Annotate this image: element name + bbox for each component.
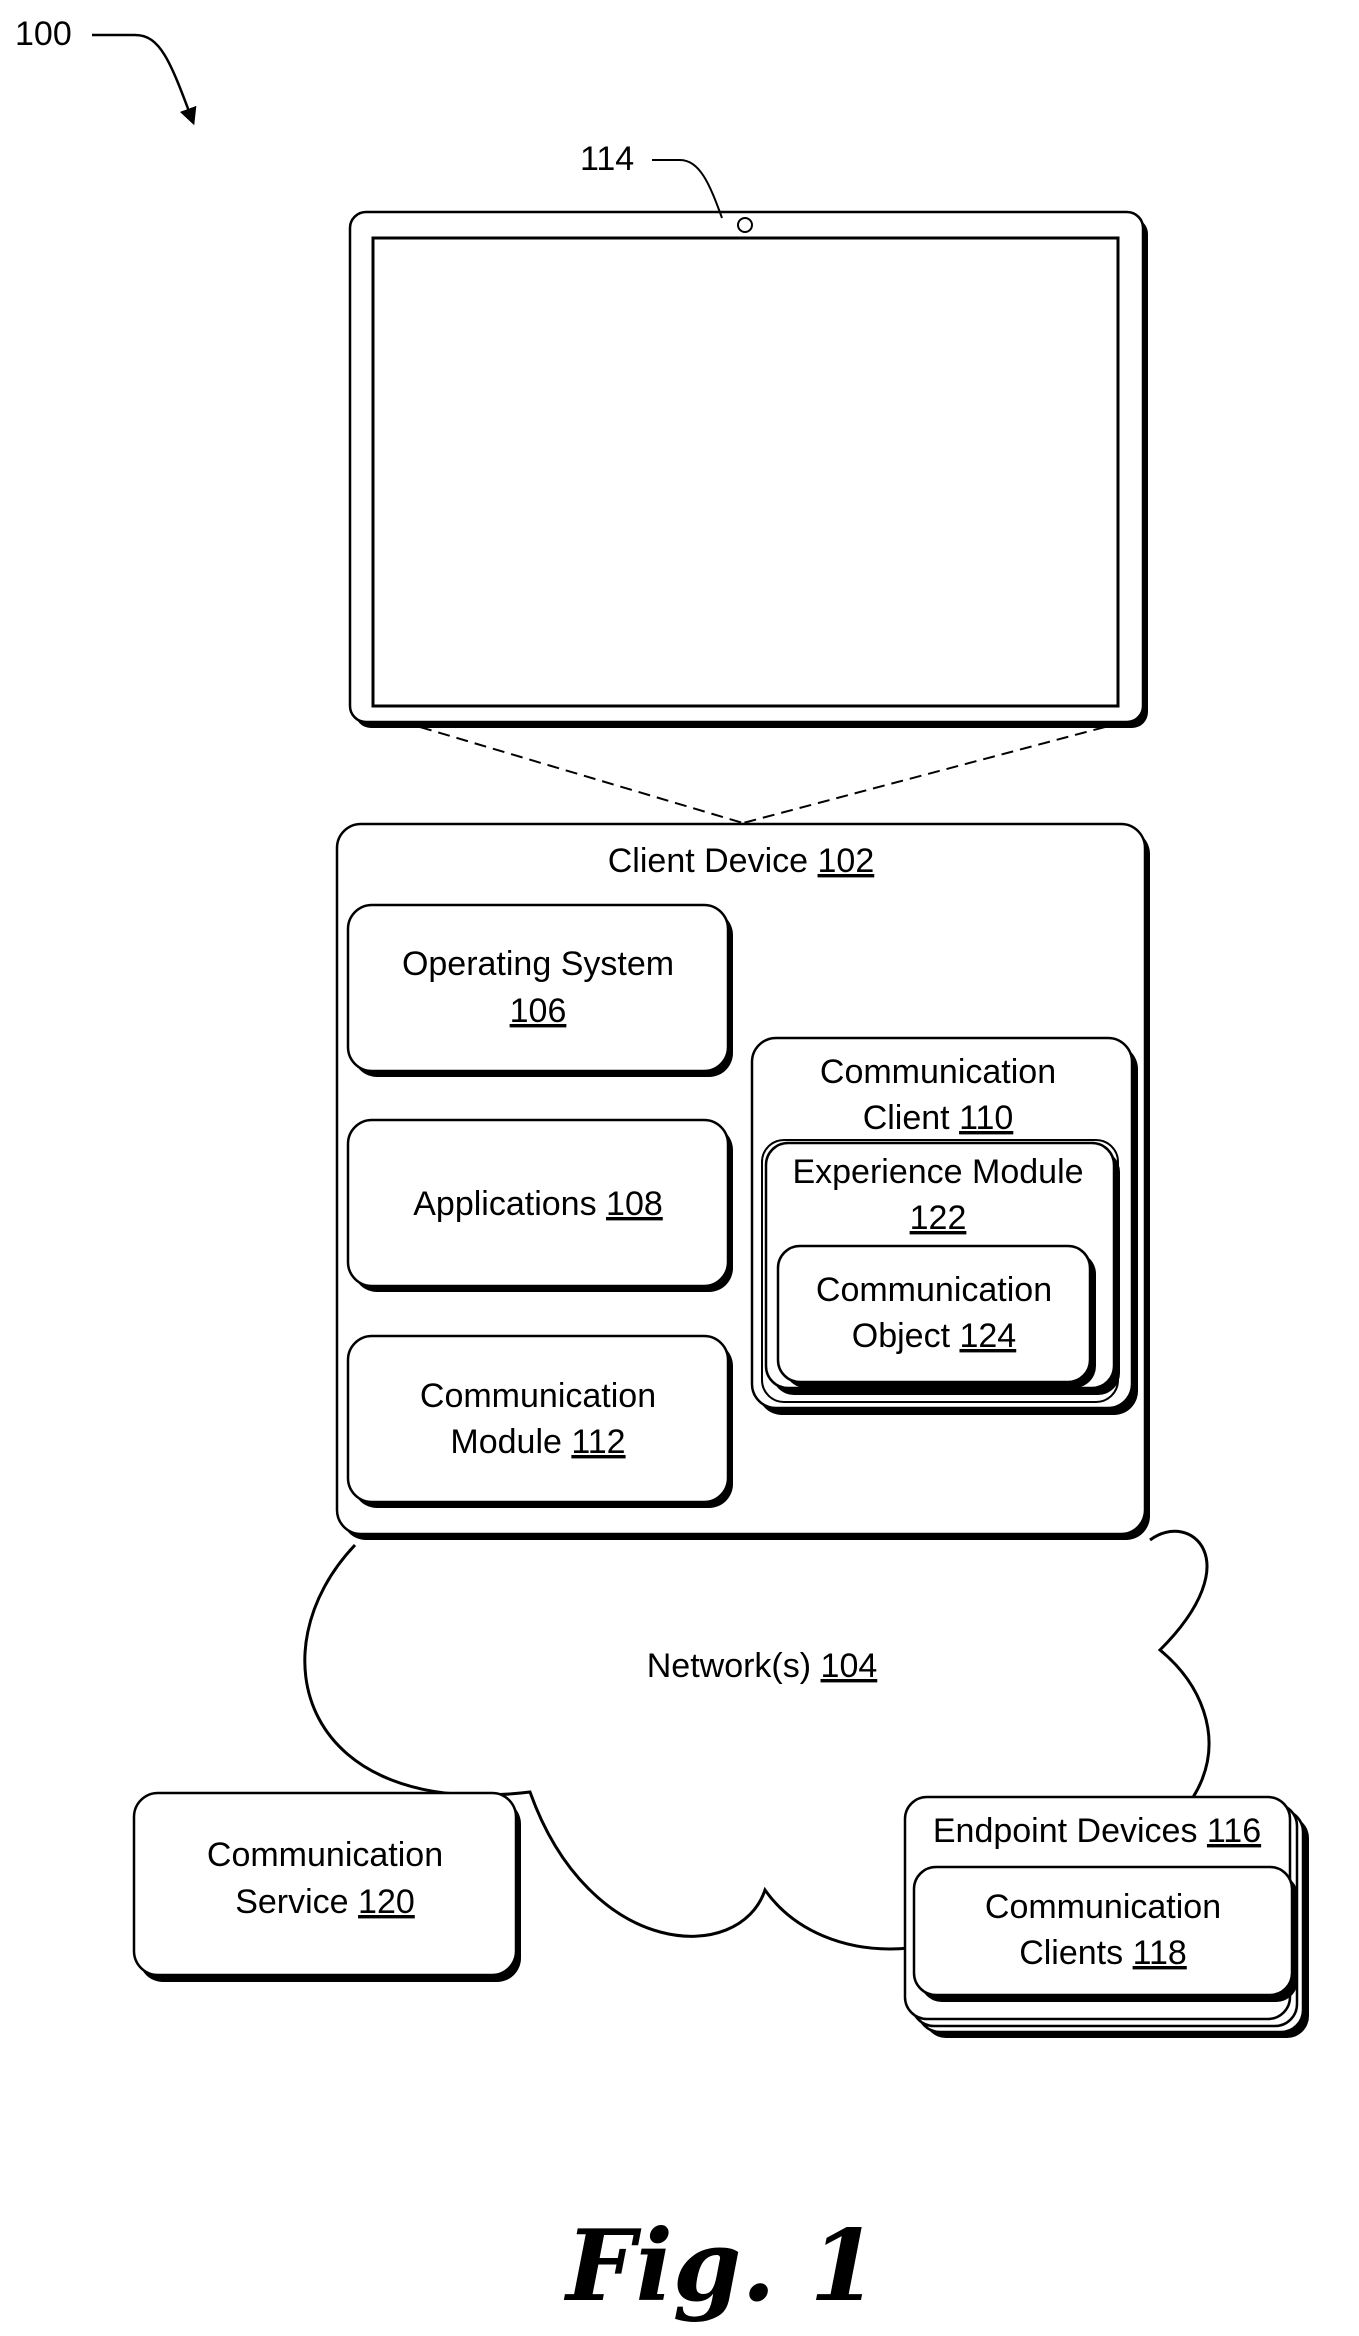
experience-module-ref: 122 [910, 1199, 967, 1237]
communication-service-label-line2: Service 120 [235, 1883, 415, 1921]
client-device-label: Client Device 102 [608, 842, 875, 880]
applications-label: Applications 108 [413, 1185, 663, 1223]
camera-ref-label: 114 [580, 140, 634, 178]
projection-line-right [743, 727, 1105, 823]
communication-object-label-line1: Communication [816, 1271, 1052, 1309]
communication-module-box [348, 1336, 733, 1508]
operating-system-ref: 106 [510, 992, 567, 1030]
communication-client-label-line1: Communication [820, 1053, 1056, 1091]
figure-ref-arrow [92, 35, 193, 122]
camera-icon [738, 218, 752, 232]
figure-ref-label: 100 [15, 15, 72, 53]
communication-module-label-line2: Module 112 [450, 1423, 625, 1461]
projection-line-left [420, 727, 743, 823]
operating-system-label: Operating System [402, 945, 674, 983]
endpoint-devices-label: Endpoint Devices 116 [933, 1812, 1261, 1850]
communication-clients-label-line2: Clients 118 [1019, 1934, 1187, 1972]
communication-client-label-line2: Client 110 [863, 1099, 1014, 1137]
experience-module-label: Experience Module [792, 1153, 1083, 1191]
communication-clients-label-line1: Communication [985, 1888, 1221, 1926]
communication-module-label-line1: Communication [420, 1377, 656, 1415]
operating-system-box [348, 905, 733, 1077]
network-label: Network(s) 104 [647, 1647, 878, 1685]
communication-service-label-line1: Communication [207, 1836, 443, 1874]
camera-leader-line [652, 160, 722, 218]
display-device [350, 212, 1148, 728]
communication-object-label-line2: Object 124 [852, 1317, 1016, 1355]
figure-caption: Fig. 1 [563, 2209, 878, 2324]
